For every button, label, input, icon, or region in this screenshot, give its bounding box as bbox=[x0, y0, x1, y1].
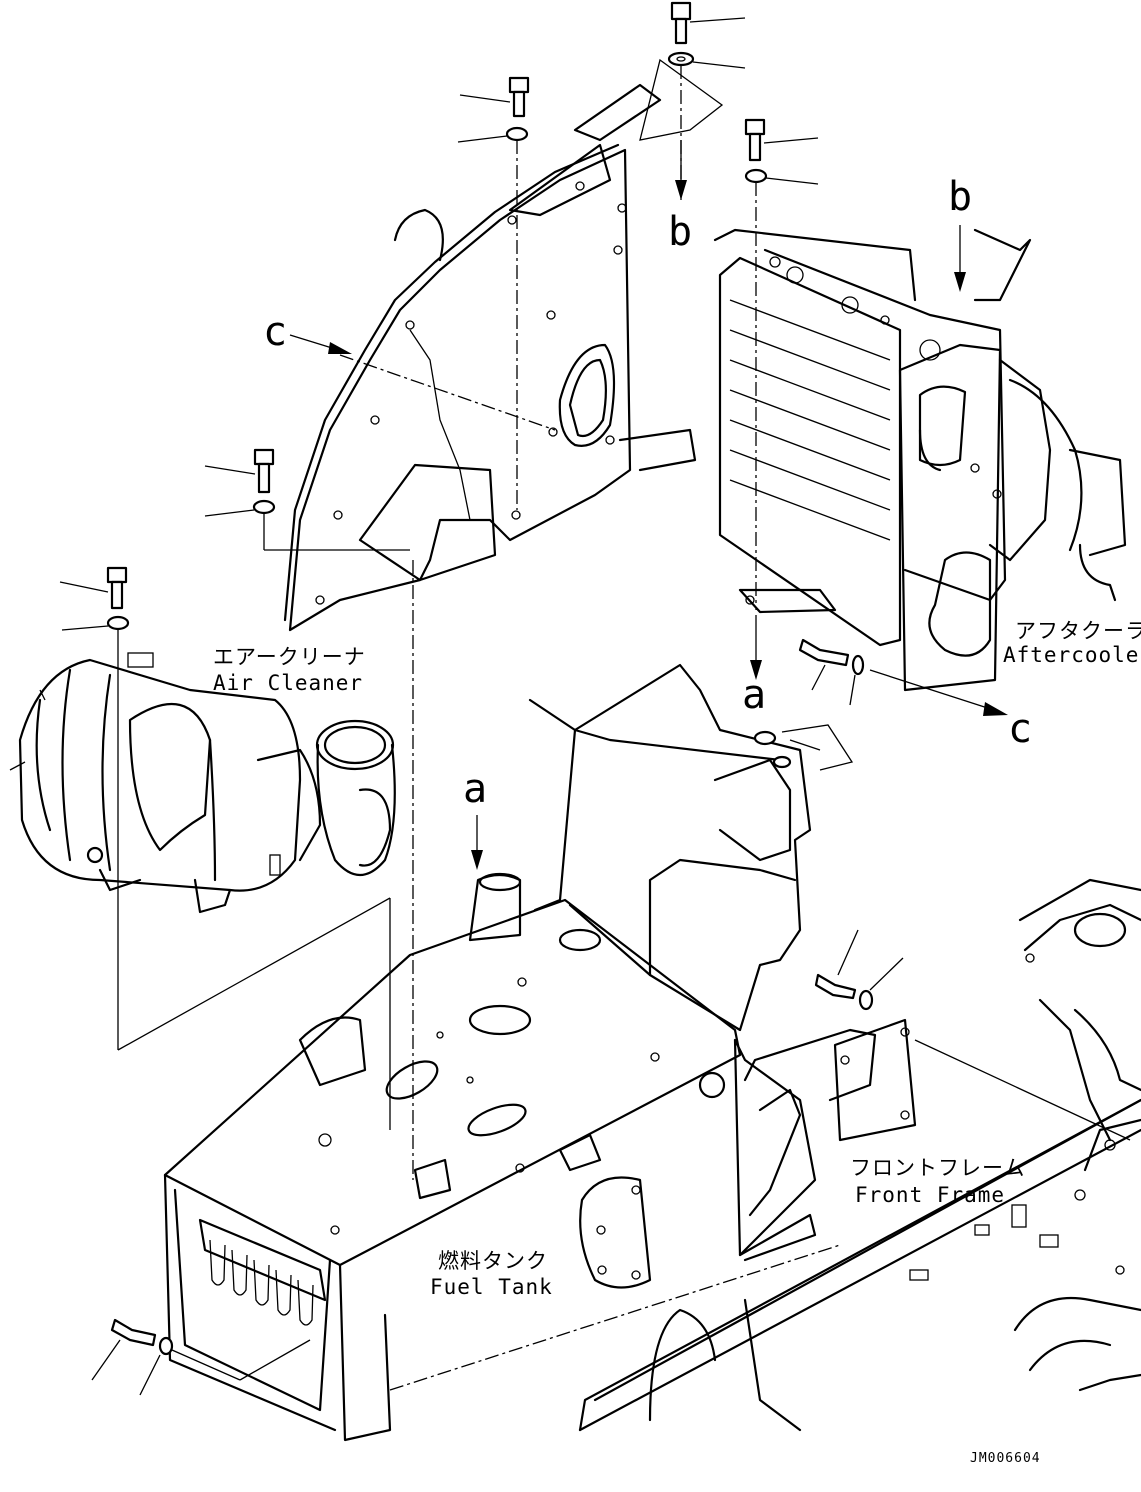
arrow-a-center bbox=[471, 815, 483, 870]
center-lines bbox=[117, 58, 757, 1180]
arrow-a-right bbox=[750, 615, 762, 680]
arrow-b-right bbox=[954, 225, 966, 292]
ref-c-left: c bbox=[263, 309, 287, 355]
label-air-cleaner: エアークリーナ Air Cleaner bbox=[213, 645, 366, 695]
label-aftercooler: アフタクーラ Aftercooler bbox=[1003, 619, 1141, 667]
fuel-tank bbox=[163, 663, 1131, 1442]
bracket-panel bbox=[283, 83, 697, 632]
drawing-code: JM006604 bbox=[970, 1451, 1041, 1466]
ref-b-top: b bbox=[668, 209, 692, 255]
label-fuel-tank: 燃料タンク Fuel Tank bbox=[430, 1249, 553, 1299]
ref-a-right: a bbox=[742, 672, 766, 718]
label-fuel-tank-en: Fuel Tank bbox=[430, 1275, 553, 1299]
label-aftercooler-jp: アフタクーラ bbox=[1015, 619, 1141, 643]
label-front-frame-en: Front Frame bbox=[855, 1183, 1005, 1207]
label-front-frame: フロントフレーム Front Frame bbox=[850, 1156, 1025, 1207]
bolt-set-top bbox=[59, 1, 819, 631]
ref-a-center: a bbox=[463, 766, 487, 812]
label-aftercooler-en: Aftercooler bbox=[1003, 643, 1141, 667]
label-air-cleaner-en: Air Cleaner bbox=[213, 671, 363, 695]
front-frame bbox=[578, 878, 1141, 1432]
aftercooler bbox=[713, 228, 1127, 706]
label-fuel-tank-jp: 燃料タンク bbox=[438, 1249, 548, 1273]
ref-b-right: b bbox=[948, 174, 972, 220]
label-air-cleaner-jp: エアークリーナ bbox=[213, 645, 366, 669]
arrow-c-left bbox=[289, 334, 352, 354]
arrow-c-right bbox=[869, 669, 1008, 716]
bolt-set-bottom bbox=[91, 1244, 841, 1396]
label-front-frame-jp: フロントフレーム bbox=[850, 1156, 1025, 1180]
ref-c-right: c bbox=[1008, 706, 1032, 752]
arrow-b-top bbox=[675, 140, 687, 200]
air-cleaner bbox=[9, 652, 396, 914]
